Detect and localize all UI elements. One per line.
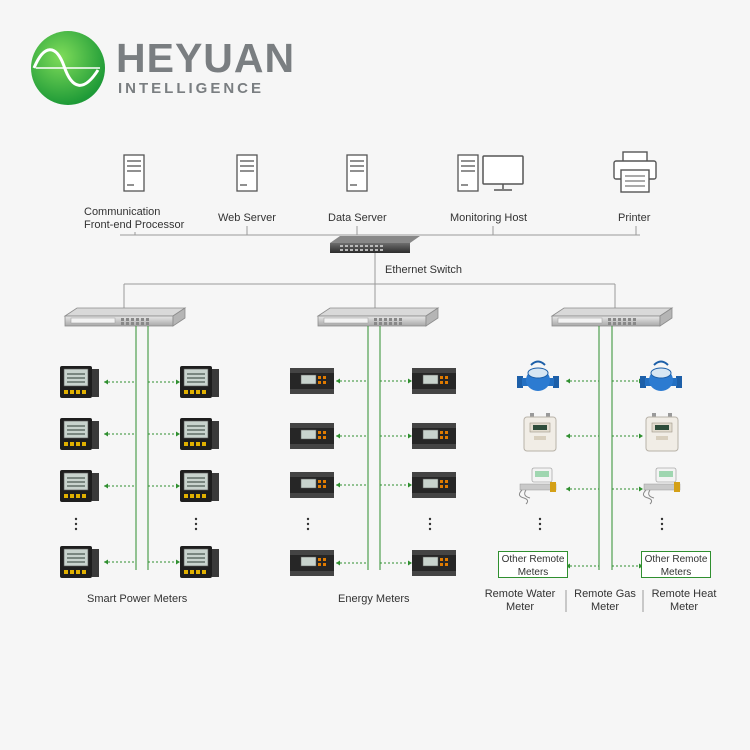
connector-arrow — [639, 433, 643, 439]
rack-switch-icon — [317, 307, 439, 327]
connector-arrow — [566, 433, 570, 439]
power-meter-icon — [179, 365, 220, 399]
connector-arrow — [104, 379, 108, 385]
water-meter-icon — [639, 360, 683, 392]
label-remote-heat-meter: Remote Heat Meter — [651, 588, 717, 613]
connector-arrow — [104, 431, 108, 437]
connector-arrow — [408, 378, 412, 384]
device-label-data-server: Data Server — [328, 212, 387, 224]
connector-arrow — [176, 379, 180, 385]
connector-lines — [104, 378, 643, 569]
connector-arrow — [336, 482, 340, 488]
connector-arrow — [639, 486, 643, 492]
connector-arrow — [104, 483, 108, 489]
connector-arrow — [408, 560, 412, 566]
connector-arrow — [176, 483, 180, 489]
connector-arrow — [566, 563, 570, 569]
ethernet-switch-icon — [330, 236, 420, 253]
connector-arrow — [566, 486, 570, 492]
energy-meter-icon — [289, 422, 335, 450]
connector-arrow — [566, 378, 570, 384]
other-remote-meters-box: Other Remote Meters — [641, 551, 711, 578]
backbone-lines — [120, 226, 640, 310]
gas-meter-icon — [523, 412, 557, 452]
energy-meter-icon — [289, 549, 335, 577]
ellipsis-dots — [74, 517, 664, 531]
group-label-smart-power-meters: Smart Power Meters — [87, 593, 188, 605]
server-icon — [346, 154, 368, 192]
printer-icon — [613, 151, 657, 193]
brand-name: HEYUAN — [116, 35, 296, 81]
server-icon — [236, 154, 258, 192]
connector-arrow — [336, 433, 340, 439]
connector-arrow — [336, 560, 340, 566]
power-meter-icon — [59, 365, 100, 399]
rack-switch-icon — [551, 307, 673, 327]
device-label-printer: Printer — [618, 212, 651, 224]
group-label-energy-meters: Energy Meters — [338, 593, 410, 605]
label-remote-water-meter: Remote Water Meter — [484, 588, 556, 613]
heat-meter-icon — [642, 467, 681, 505]
connector-arrow — [176, 559, 180, 565]
connector-arrow — [408, 433, 412, 439]
ethernet-switch-label: Ethernet Switch — [385, 264, 463, 276]
gas-meter-icon — [645, 412, 679, 452]
energy-meter-icon — [289, 471, 335, 499]
energy-meter-icon — [289, 367, 335, 395]
connector-arrow — [336, 378, 340, 384]
energy-meter-icon — [411, 471, 457, 499]
connector-arrow — [408, 482, 412, 488]
label-separators — [565, 590, 644, 612]
brand: HEYUAN INTELLIGENCE — [116, 36, 295, 98]
device-label-web-server: Web Server — [218, 212, 276, 224]
connector-arrow — [176, 431, 180, 437]
water-meter-icon — [516, 360, 560, 392]
monitor-host-icon — [457, 154, 524, 192]
connector-arrow — [104, 559, 108, 565]
smart-power-meters-group — [59, 365, 220, 579]
heat-meter-icon — [518, 467, 557, 505]
bus-lines — [135, 326, 613, 570]
label-remote-gas-meter: Remote Gas Meter — [574, 588, 636, 613]
power-meter-icon — [59, 417, 100, 451]
brand-logo-icon — [31, 31, 105, 105]
power-meter-icon — [179, 545, 220, 579]
other-remote-meters-box: Other Remote Meters — [498, 551, 568, 578]
power-meter-icon — [59, 469, 100, 503]
energy-meter-icon — [411, 367, 457, 395]
rack-switch-icon — [64, 307, 186, 327]
device-label-monitoring-host: Monitoring Host — [450, 212, 528, 224]
power-meter-icon — [59, 545, 100, 579]
power-meter-icon — [179, 469, 220, 503]
power-meter-icon — [179, 417, 220, 451]
server-icon — [123, 154, 145, 192]
energy-meter-icon — [411, 422, 457, 450]
energy-meters-group — [289, 367, 457, 577]
brand-tagline: INTELLIGENCE — [118, 80, 265, 97]
energy-meter-icon — [411, 549, 457, 577]
device-label-comm-processor: Communication Front-end Processor — [84, 206, 185, 231]
